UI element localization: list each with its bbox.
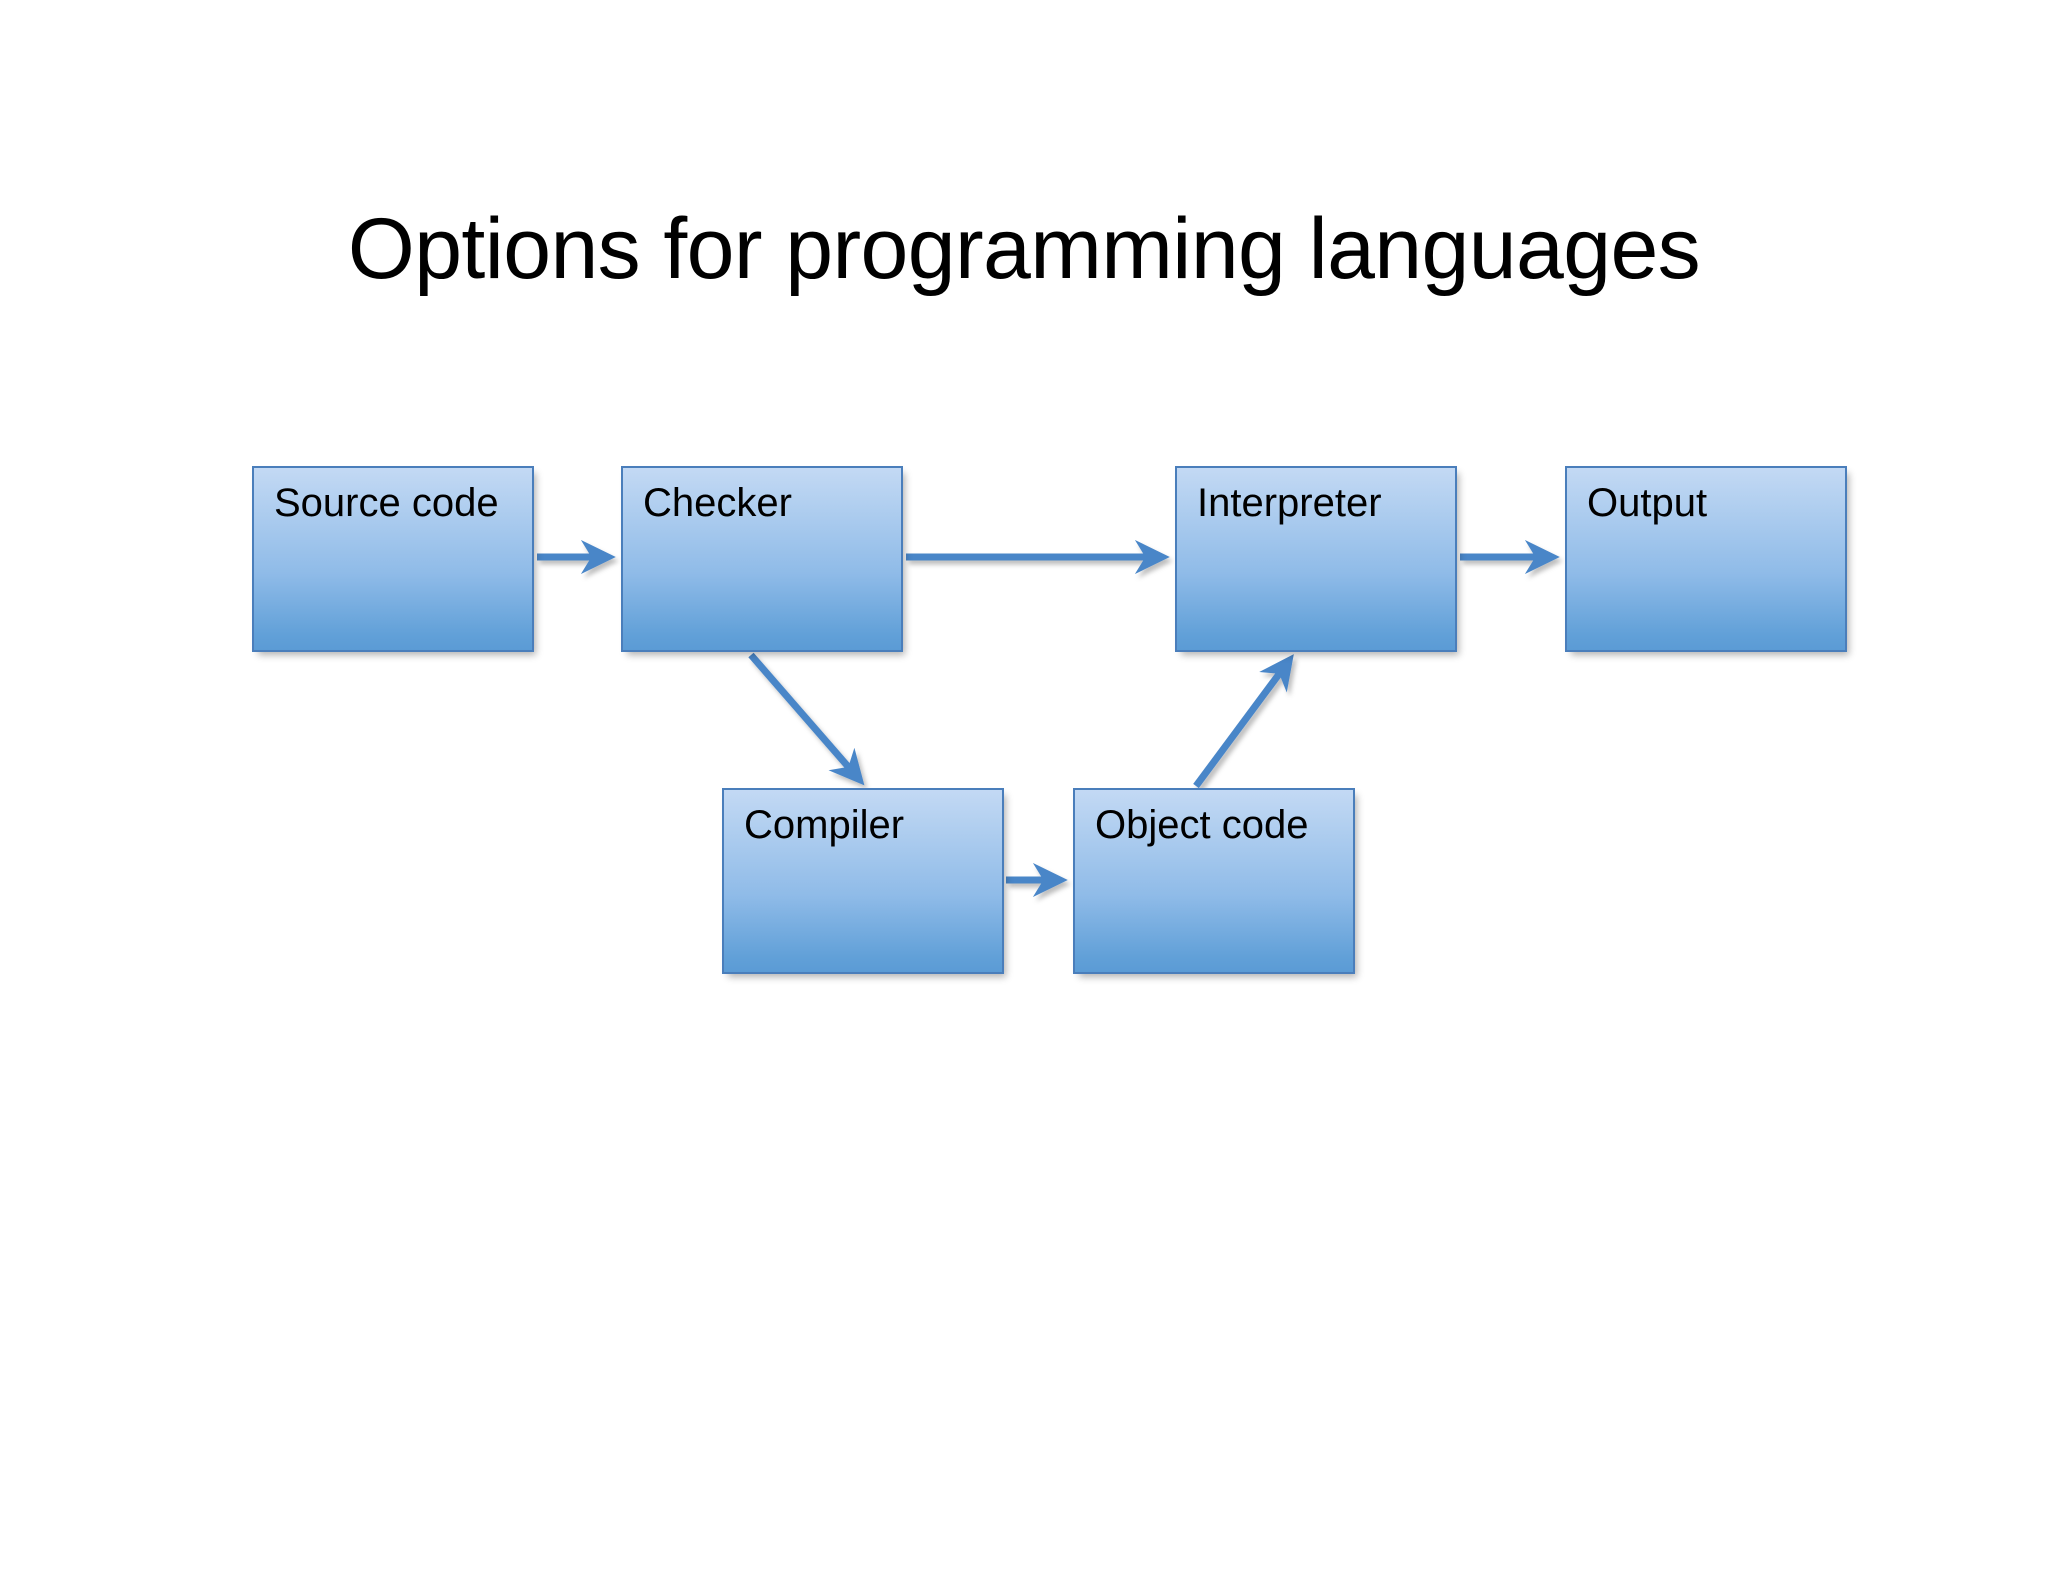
node-label-checker: Checker [643, 481, 792, 525]
edge-object-code-to-interpreter [1193, 654, 1294, 789]
edge-checker-to-compiler [748, 652, 865, 786]
node-label-compiler: Compiler [744, 803, 905, 847]
node-label-object-code: Object code [1095, 803, 1309, 847]
flowchart-node-object-code[interactable]: Object code [1073, 788, 1355, 974]
page-title: Options for programming languages [347, 201, 1701, 297]
node-label-interpreter: Interpreter [1197, 481, 1382, 525]
flowchart-node-compiler[interactable]: Compiler [722, 788, 1004, 974]
node-label-source-code: Source code [274, 481, 499, 525]
flowchart-node-output[interactable]: Output [1565, 466, 1847, 652]
flowchart-node-source-code[interactable]: Source code [252, 466, 534, 652]
flowchart-node-interpreter[interactable]: Interpreter [1175, 466, 1457, 652]
flowchart-node-checker[interactable]: Checker [621, 466, 903, 652]
node-label-output: Output [1587, 481, 1708, 525]
